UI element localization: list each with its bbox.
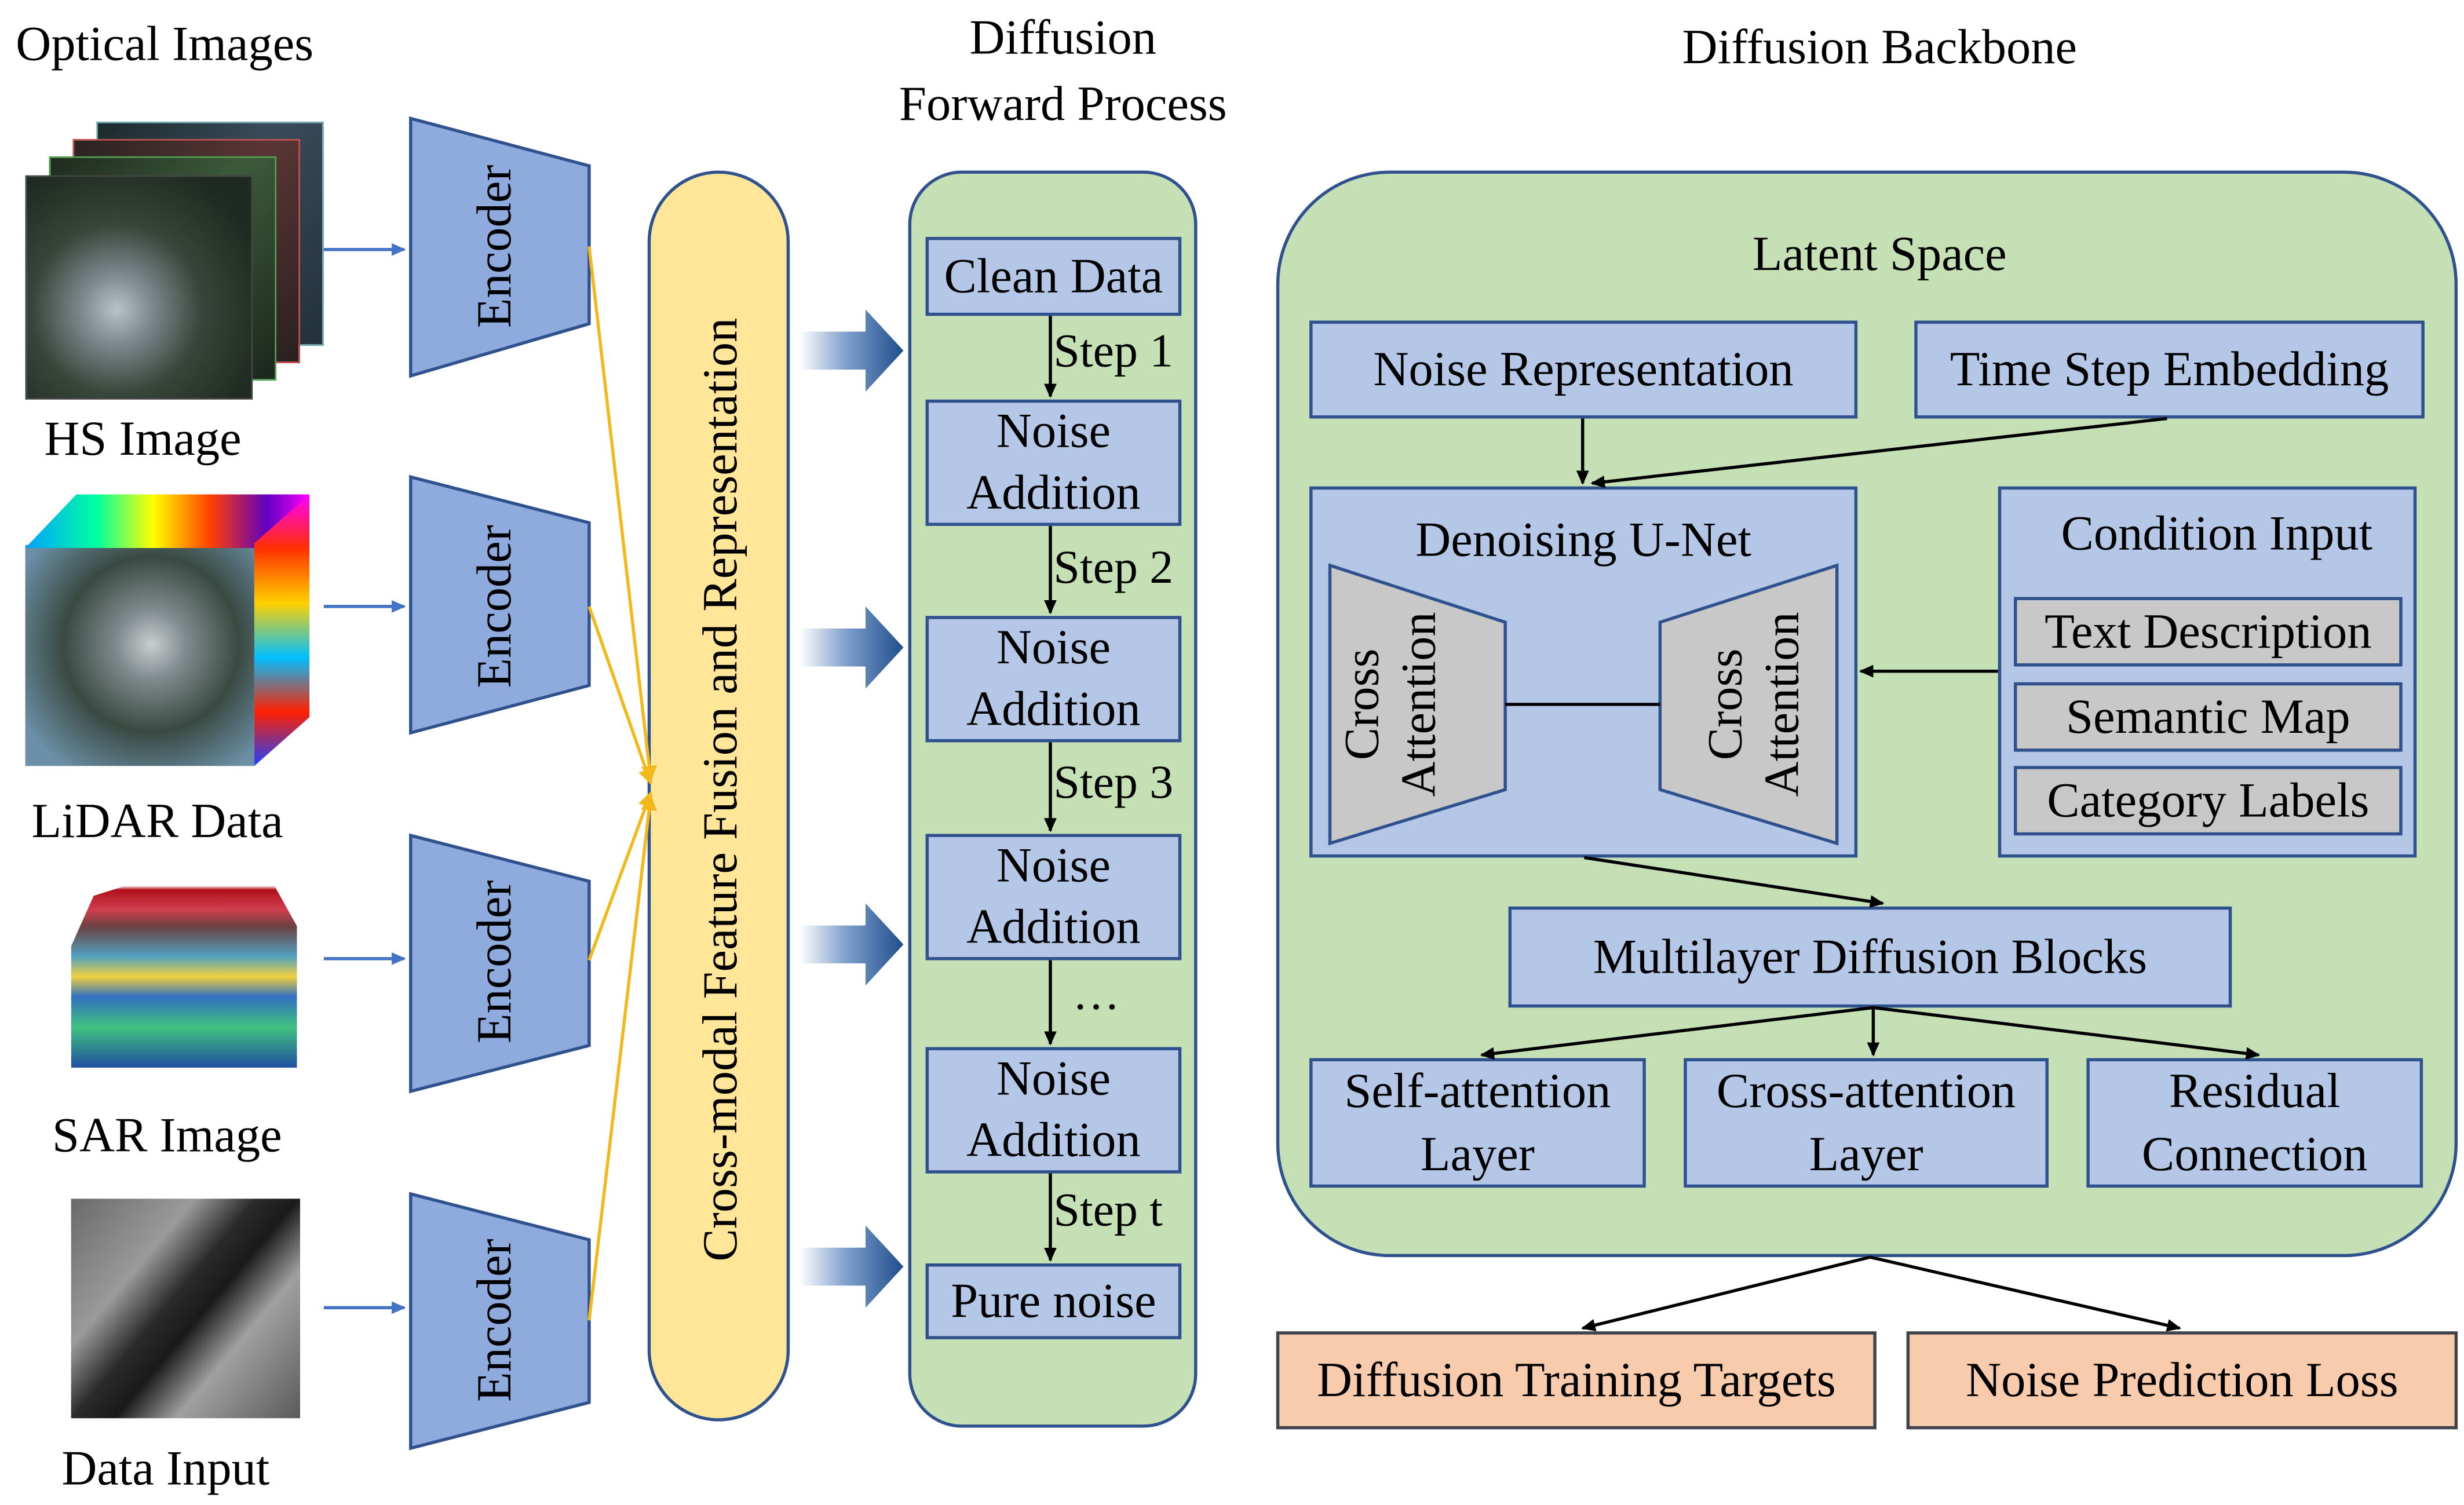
noise-representation-box: Noise Representation xyxy=(1309,320,1858,419)
block-arrow-1 xyxy=(799,309,904,392)
data-input-label: Data Input xyxy=(61,1440,270,1496)
forward-process-header-line1: Diffusion xyxy=(969,9,1156,65)
encoder-shape-4 xyxy=(409,1192,591,1451)
residual-connection-box: Residual Connection xyxy=(2086,1058,2423,1188)
step-1-label: Step 1 xyxy=(1053,325,1174,378)
text-description-box: Text Description xyxy=(2014,597,2403,667)
forward-process-panel xyxy=(908,170,1198,1428)
cross-attention-left-line2: Attention xyxy=(1390,612,1445,797)
noise-addition-3-line1: Noise xyxy=(996,837,1111,893)
self-attention-line2: Layer xyxy=(1420,1126,1535,1182)
backbone-header: Diffusion Backbone xyxy=(1682,19,2078,75)
block-arrow-4 xyxy=(799,1225,904,1308)
noise-addition-2-line2: Addition xyxy=(966,681,1141,736)
condition-input-label: Condition Input xyxy=(2061,505,2373,561)
semantic-map-box: Semantic Map xyxy=(2014,682,2403,752)
fusion-arrow-4 xyxy=(587,794,657,1321)
cross-attention-shape-left xyxy=(1328,563,1507,846)
sar-image-label: SAR Image xyxy=(52,1107,282,1163)
noise-addition-box-1: Noise Addition xyxy=(925,399,1182,526)
noise-addition-box-2: Noise Addition xyxy=(925,616,1182,743)
cross-attention-left-label: Cross Attention xyxy=(1334,612,1446,797)
residual-line1: Residual xyxy=(2169,1062,2341,1118)
multilayer-to-residual-arrow xyxy=(1873,1006,2261,1060)
latent-space-label: Latent Space xyxy=(1752,225,2007,282)
multilayer-diffusion-blocks-box: Multilayer Diffusion Blocks xyxy=(1508,906,2232,1008)
cross-attention-right-line1: Cross xyxy=(1697,648,1753,761)
fusion-arrow-2 xyxy=(587,605,654,785)
clean-data-box: Clean Data xyxy=(925,236,1182,316)
sar-image-picture xyxy=(71,875,297,1068)
forward-process-header-line2: Forward Process xyxy=(899,75,1227,131)
pure-noise-box: Pure noise xyxy=(925,1263,1182,1339)
residual-line2: Connection xyxy=(2141,1126,2368,1182)
noise-prediction-loss-box: Noise Prediction Loss xyxy=(1906,1331,2458,1430)
multilayer-to-self-attn-arrow xyxy=(1480,1006,1874,1060)
cross-attention-shape-right xyxy=(1658,563,1839,846)
lidar-data-label: LiDAR Data xyxy=(31,792,283,849)
category-labels-box: Category Labels xyxy=(2014,766,2403,836)
data-input-picture xyxy=(71,1199,300,1419)
noise-addition-4-line2: Addition xyxy=(966,1112,1141,1167)
block-arrow-3 xyxy=(799,903,904,986)
hs-image-label: HS Image xyxy=(44,410,242,466)
cross-attention-right-line2: Attention xyxy=(1753,612,1809,797)
step-3-label: Step 3 xyxy=(1053,756,1174,809)
fusion-arrow-3 xyxy=(587,791,654,961)
time-step-embedding-box: Time Step Embedding xyxy=(1914,320,2425,419)
encoder-shape-3 xyxy=(409,833,591,1094)
self-attention-layer-box: Self-attention Layer xyxy=(1309,1058,1646,1188)
self-attention-line1: Self-attention xyxy=(1344,1062,1611,1118)
noise-addition-box-3: Noise Addition xyxy=(925,834,1182,960)
noise-addition-1-line1: Noise xyxy=(996,403,1111,459)
noise-addition-1-line2: Addition xyxy=(966,464,1141,520)
time-embed-to-unet-arrow xyxy=(1590,417,2167,488)
unet-to-multilayer-arrow xyxy=(1584,856,1885,908)
step-t-label: Step t xyxy=(1053,1184,1163,1237)
optical-images-header: Optical Images xyxy=(16,16,314,71)
backbone-to-targets-arrow xyxy=(1581,1255,1871,1332)
fusion-arrow-1 xyxy=(587,246,657,782)
block-arrow-2 xyxy=(799,606,904,689)
cross-attention-right-label: Cross Attention xyxy=(1697,612,1809,797)
diffusion-training-targets-box: Diffusion Training Targets xyxy=(1276,1331,1877,1430)
encoder-shape-2 xyxy=(409,474,591,735)
ellipsis-label: … xyxy=(1072,968,1120,1021)
backbone-to-loss-arrow xyxy=(1870,1255,2181,1332)
cross-attention-line2: Layer xyxy=(1809,1126,1923,1182)
encoder-shape-1 xyxy=(409,116,591,378)
cross-attention-layer-box: Cross-attention Layer xyxy=(1684,1058,2049,1188)
cross-attention-line1: Cross-attention xyxy=(1716,1062,2016,1118)
cross-attention-left-line1: Cross xyxy=(1333,648,1389,761)
step-2-label: Step 2 xyxy=(1053,542,1174,594)
noise-addition-box-4: Noise Addition xyxy=(925,1047,1182,1174)
noise-addition-4-line1: Noise xyxy=(996,1050,1111,1106)
noise-addition-2-line1: Noise xyxy=(996,619,1111,675)
denoising-unet-label: Denoising U-Net xyxy=(1415,512,1751,567)
noise-addition-3-line2: Addition xyxy=(966,898,1141,954)
